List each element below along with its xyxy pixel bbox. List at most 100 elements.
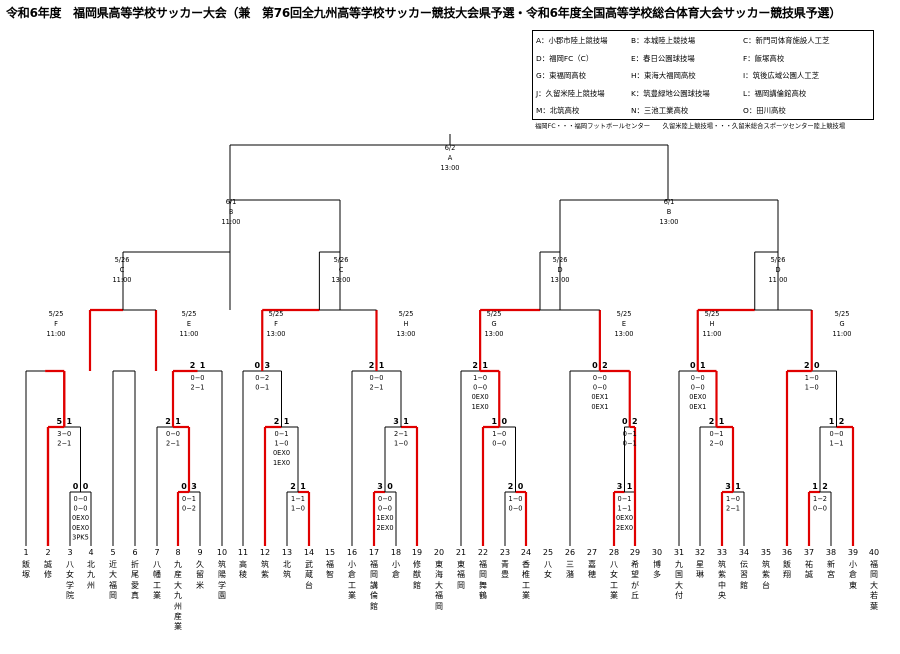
- score-detail: 1−2: [813, 495, 827, 503]
- team-name: 嘉穂: [588, 560, 596, 580]
- score-detail: 0−0: [830, 430, 844, 438]
- score-detail: 1−0: [394, 440, 408, 448]
- match-time: 11:00: [832, 330, 851, 338]
- match-score-left: 0: [592, 361, 598, 370]
- score-detail: 0−0: [492, 440, 506, 448]
- team-name: 希望が丘: [631, 560, 639, 601]
- team-number: 8: [175, 548, 181, 557]
- score-detail: 1EX0: [376, 514, 393, 522]
- team-number: 17: [368, 548, 380, 557]
- team-number: 21: [455, 548, 467, 557]
- team-name: 筑紫中央: [718, 560, 726, 601]
- venue-note: 福岡FC・・・福岡フットボールセンター 久留米陸上競技場・・・久留米総合スポーツ…: [535, 123, 846, 130]
- match-score-right: 1: [627, 482, 633, 491]
- match-score-right: 1: [66, 417, 72, 426]
- team-name: 八女工業: [610, 560, 618, 601]
- match-score-left: 0: [622, 417, 628, 426]
- team-number: 26: [564, 548, 576, 557]
- match-score-right: 1: [379, 361, 385, 370]
- team-number: 32: [694, 548, 706, 557]
- score-detail: 0EX0: [72, 514, 89, 522]
- match-score-left: 1: [491, 417, 497, 426]
- venue-item: J：久留米陸上競技場: [536, 88, 605, 98]
- score-detail: 1−0: [492, 430, 506, 438]
- team-name: 東海大福岡: [435, 560, 443, 611]
- match-time: 11:00: [221, 218, 240, 226]
- team-name: 小倉: [392, 560, 400, 580]
- match-score-left: 2: [709, 417, 715, 426]
- team-name: 香椎工業: [522, 560, 530, 601]
- team-number: 20: [433, 548, 445, 557]
- team-number: 5: [110, 548, 116, 557]
- match-time: 13:00: [266, 330, 285, 338]
- score-detail: 2−1: [370, 384, 384, 392]
- score-detail: 0−1: [182, 495, 196, 503]
- match-time: 13:00: [484, 330, 503, 338]
- score-detail: 2−1: [57, 440, 71, 448]
- team-name: 青豊: [501, 560, 509, 580]
- team-name: 伝習館: [740, 560, 748, 590]
- team-number: 11: [237, 548, 249, 557]
- score-detail: 1EX0: [472, 403, 489, 411]
- team-name: 武蔵台: [305, 560, 313, 590]
- score-detail: 0−1: [710, 430, 724, 438]
- team-name: 三潴: [566, 560, 574, 580]
- team-number: 39: [847, 548, 859, 557]
- match-date: 5/26: [334, 256, 349, 264]
- match-date: 5/26: [553, 256, 568, 264]
- team-number: 9: [197, 548, 203, 557]
- match-date: 5/26: [771, 256, 786, 264]
- team-name: 北九州: [87, 560, 95, 590]
- match-score-right: 1: [719, 417, 725, 426]
- match-date: 5/25: [835, 310, 850, 318]
- team-entry: 9 久留米: [193, 548, 207, 591]
- match-score-left: 2: [290, 482, 296, 491]
- team-name: 八幡工業: [153, 560, 161, 601]
- team-number: 30: [651, 548, 663, 557]
- venue-item: C：新門司体育施設人工芝: [743, 36, 830, 45]
- team-name: 八女学院: [66, 560, 74, 601]
- team-name: 福岡大若葉: [870, 560, 878, 611]
- match-time: 13:00: [396, 330, 415, 338]
- match-date: 6/1: [226, 198, 237, 206]
- match-date: 6/2: [445, 144, 456, 152]
- match-score-right: 2: [632, 417, 638, 426]
- team-name: 筑紫: [261, 560, 269, 580]
- match-score-right: 0: [501, 417, 507, 426]
- match-venue: D: [557, 266, 562, 274]
- match-score-left: 1: [829, 417, 835, 426]
- match-score-left: 0: [254, 361, 260, 370]
- team-name: 久留米: [196, 560, 204, 590]
- team-number: 35: [760, 548, 772, 557]
- match-score-right: 2: [602, 361, 608, 370]
- score-detail: 0−0: [370, 374, 384, 382]
- match-score-right: 3: [191, 482, 197, 491]
- score-detail: 3−0: [57, 430, 71, 438]
- match-date: 5/25: [399, 310, 414, 318]
- match-score-right: 0: [83, 482, 89, 491]
- score-detail: 2EX0: [376, 524, 393, 532]
- match-score-left: 2: [190, 361, 196, 370]
- score-detail: 0−0: [473, 384, 487, 392]
- score-detail: 1−0: [726, 495, 740, 503]
- score-detail: 2−1: [726, 505, 740, 513]
- match-score-right: 2: [839, 417, 845, 426]
- team-number: 24: [520, 548, 532, 557]
- page-title: 令和6年度 福岡県高等学校サッカー大会（兼 第76回全九州高等学校サッカー競技大…: [6, 6, 842, 20]
- venue-item: O：田川高校: [743, 106, 786, 115]
- match-score-left: 2: [274, 417, 280, 426]
- team-number: 22: [477, 548, 489, 557]
